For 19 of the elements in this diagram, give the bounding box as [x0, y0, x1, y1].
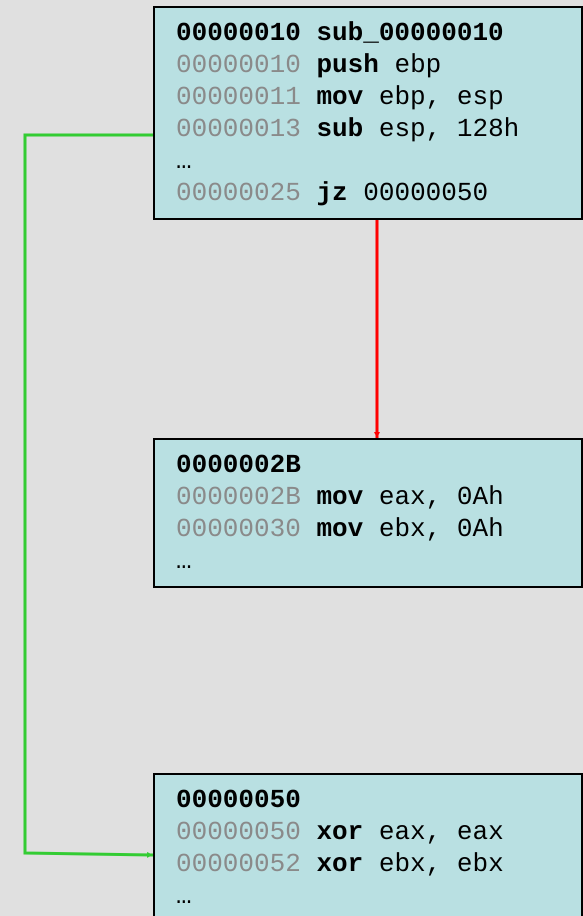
block-heading: 0000002B [176, 449, 301, 481]
ellipsis: … [176, 545, 192, 577]
instruction-line: 00000050 xor eax, eax [176, 816, 504, 848]
instruction-line: 00000030 mov ebx, 0Ah [176, 513, 504, 545]
block-heading: 00000050 [176, 784, 301, 816]
ellipsis: … [176, 880, 192, 912]
ellipsis: … [176, 145, 192, 177]
block-heading: 00000010 sub_00000010 [176, 17, 504, 49]
code-block [153, 6, 583, 220]
instruction-line: 00000025 jz 00000050 [176, 177, 488, 209]
code-block [153, 438, 583, 588]
instruction-line: 0000002B mov eax, 0Ah [176, 481, 504, 513]
arrow [374, 218, 380, 438]
instruction-line: 00000011 mov ebp, esp [176, 81, 504, 113]
instruction-line: 00000010 push ebp [176, 49, 442, 81]
instruction-line: 00000052 xor ebx, ebx [176, 848, 504, 880]
code-block [153, 773, 583, 916]
arrow [24, 134, 154, 858]
instruction-line: 00000013 sub esp, 128h [176, 113, 520, 145]
